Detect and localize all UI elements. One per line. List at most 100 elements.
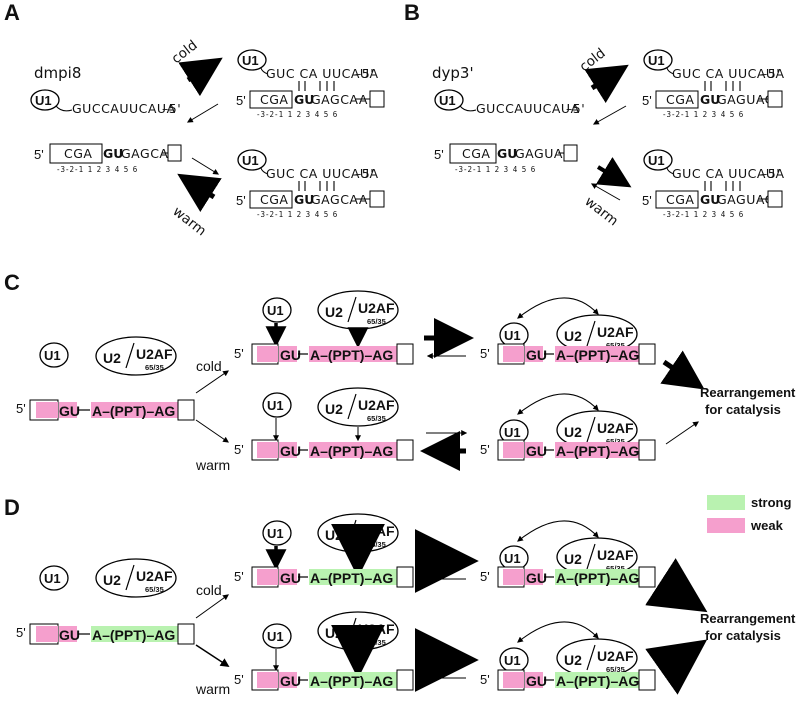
svg-text:GU: GU xyxy=(700,192,720,207)
arrows xyxy=(584,64,632,201)
cold-label: cold xyxy=(577,45,609,75)
svg-text:–5': –5' xyxy=(162,101,181,116)
svg-text:CGA: CGA xyxy=(64,146,92,161)
complex-cold-approach: U1 U2 U2AF 65/35 5' GU A–(PPT)–AG xyxy=(234,513,414,588)
panel-c: U1 U2 U2AF 65/35 5' GU A–(PPT)–AG cold w… xyxy=(16,290,796,473)
svg-text:GU: GU xyxy=(526,570,547,586)
svg-text:CGA: CGA xyxy=(260,92,288,107)
u1-free: U1 xyxy=(39,342,69,368)
svg-text:U2: U2 xyxy=(103,572,121,588)
svg-text:-3-2-1 1 2 3 4 5 6: -3-2-1 1 2 3 4 5 6 xyxy=(256,110,338,119)
svg-text:U1: U1 xyxy=(44,571,61,586)
pre-mrna-free: 5' GU A–(PPT)–AG xyxy=(16,623,195,645)
svg-text:GU: GU xyxy=(294,92,314,107)
svg-text:GU: GU xyxy=(497,146,517,161)
svg-text:GU: GU xyxy=(526,673,547,689)
svg-text:5': 5' xyxy=(234,442,244,457)
svg-text:5': 5' xyxy=(434,147,444,162)
svg-text:GUC CA UUCAUA: GUC CA UUCAUA xyxy=(266,66,379,81)
svg-text:GAGCAA: GAGCAA xyxy=(311,192,368,207)
svg-text:CGA: CGA xyxy=(666,92,694,107)
svg-text:GAGCAA: GAGCAA xyxy=(311,92,368,107)
svg-text:-3-2-1 1 2 3 4 5 6: -3-2-1 1 2 3 4 5 6 xyxy=(256,210,338,219)
legend-label-strong: strong xyxy=(751,495,792,510)
svg-text:A–(PPT)–AG: A–(PPT)–AG xyxy=(310,673,393,689)
pre-mrna-free: 5' CGA GU GAGUAC -3-2-1 1 2 3 4 5 6 xyxy=(434,143,578,174)
complex-top: U1 GUC CA UUCAUA –5' 5' CGA GU GAGCAA -3… xyxy=(236,49,385,119)
svg-text:U2: U2 xyxy=(325,304,343,320)
svg-text:U2AF: U2AF xyxy=(597,324,634,340)
svg-text:GUC CA UUCAUA: GUC CA UUCAUA xyxy=(672,166,785,181)
svg-text:65/35: 65/35 xyxy=(367,540,386,549)
svg-text:-3-2-1 1 2 3 4 5 6: -3-2-1 1 2 3 4 5 6 xyxy=(56,165,138,174)
svg-text:U1: U1 xyxy=(439,93,456,108)
svg-text:U2AF: U2AF xyxy=(597,420,634,436)
svg-text:CGA: CGA xyxy=(260,192,288,207)
panel-d: U1 U2 U2AF 65/35 5' GU A–(PPT)–AG cold w… xyxy=(16,513,796,697)
svg-text:A–(PPT)–AG: A–(PPT)–AG xyxy=(556,443,639,459)
svg-text:GUCCAUUCAUA: GUCCAUUCAUA xyxy=(72,101,176,116)
rearrangement-label: Rearrangement xyxy=(700,385,796,400)
complex-warm-approach: U1 U2 U2AF 65/35 5' GU A–(PPT)–AG xyxy=(234,387,414,461)
svg-text:-3-2-1 1 2 3 4 5 6: -3-2-1 1 2 3 4 5 6 xyxy=(662,210,744,219)
svg-text:GU: GU xyxy=(103,146,123,161)
svg-text:5': 5' xyxy=(234,346,244,361)
pre-mrna-free: 5' GU A–(PPT)–AG xyxy=(16,399,195,421)
svg-text:U1: U1 xyxy=(267,526,284,541)
legend-swatch-weak xyxy=(707,518,745,533)
u2-u2af-free: U2 U2AF 65/35 xyxy=(95,336,177,376)
svg-text:U2: U2 xyxy=(564,652,582,668)
svg-text:U1: U1 xyxy=(504,653,521,668)
svg-text:–5': –5' xyxy=(761,166,780,181)
svg-text:U1: U1 xyxy=(267,398,284,413)
warm-label: warm xyxy=(195,457,230,473)
svg-text:GU: GU xyxy=(526,443,547,459)
svg-text:U2AF: U2AF xyxy=(358,397,395,413)
complex-cold-bound: U1 U2 U2AF 65/35 5' GU A–(PPT)–AG xyxy=(480,297,656,365)
svg-text:–5': –5' xyxy=(761,66,780,81)
svg-text:5': 5' xyxy=(16,401,26,416)
svg-text:GU: GU xyxy=(526,347,547,363)
complex-warm-bound: U1 U2 U2AF 65/35 5' GU A–(PPT)–AG xyxy=(480,621,656,691)
svg-text:65/35: 65/35 xyxy=(606,665,625,674)
arrows xyxy=(177,57,223,213)
panel-b: dyp3' U1 GUCCAUUCAUA –5' 5' CGA GU GAGUA… xyxy=(432,45,785,230)
complex-warm-bound: U1 U2 U2AF 65/35 5' GU A–(PPT)–AG xyxy=(480,393,656,461)
panel-label-a: A xyxy=(4,0,20,25)
svg-text:5': 5' xyxy=(234,672,244,687)
u1-free: U1 xyxy=(39,565,69,591)
svg-text:–5': –5' xyxy=(355,66,374,81)
svg-text:U1: U1 xyxy=(242,153,259,168)
svg-text:U1: U1 xyxy=(44,348,61,363)
rearrangement-label: Rearrangement xyxy=(700,611,796,626)
panel-label-b: B xyxy=(404,0,420,25)
svg-text:U2: U2 xyxy=(325,527,343,543)
svg-text:A–(PPT)–AG: A–(PPT)–AG xyxy=(556,673,639,689)
svg-text:–5': –5' xyxy=(355,166,374,181)
svg-text:CGA: CGA xyxy=(462,146,490,161)
svg-text:GAGUAC: GAGUAC xyxy=(717,92,774,107)
svg-text:GU: GU xyxy=(294,192,314,207)
svg-text:U2AF: U2AF xyxy=(597,648,634,664)
cold-label: cold xyxy=(169,37,201,67)
svg-text:GU: GU xyxy=(700,92,720,107)
svg-text:-3-2-1 1 2 3 4 5 6: -3-2-1 1 2 3 4 5 6 xyxy=(454,165,536,174)
svg-text:A–(PPT)–AG: A–(PPT)–AG xyxy=(92,627,175,643)
svg-text:GAGUAC: GAGUAC xyxy=(717,192,774,207)
svg-text:U2AF: U2AF xyxy=(358,621,395,637)
pre-mrna-free: 5' CGA GU GAGCAA -3-2-1 1 2 3 4 5 6 xyxy=(34,143,182,174)
svg-text:A–(PPT)–AG: A–(PPT)–AG xyxy=(310,443,393,459)
svg-text:65/35: 65/35 xyxy=(145,585,164,594)
svg-text:GAGCAA: GAGCAA xyxy=(121,146,178,161)
warm-label: warm xyxy=(582,194,622,230)
svg-text:U1: U1 xyxy=(504,425,521,440)
svg-text:U1: U1 xyxy=(35,93,52,108)
svg-text:GU: GU xyxy=(280,673,301,689)
svg-text:GU: GU xyxy=(280,347,301,363)
svg-text:U1: U1 xyxy=(648,153,665,168)
svg-text:5': 5' xyxy=(642,93,652,108)
construct-name: dyp3' xyxy=(432,64,474,82)
svg-text:5': 5' xyxy=(480,346,490,361)
svg-text:65/35: 65/35 xyxy=(606,341,625,350)
